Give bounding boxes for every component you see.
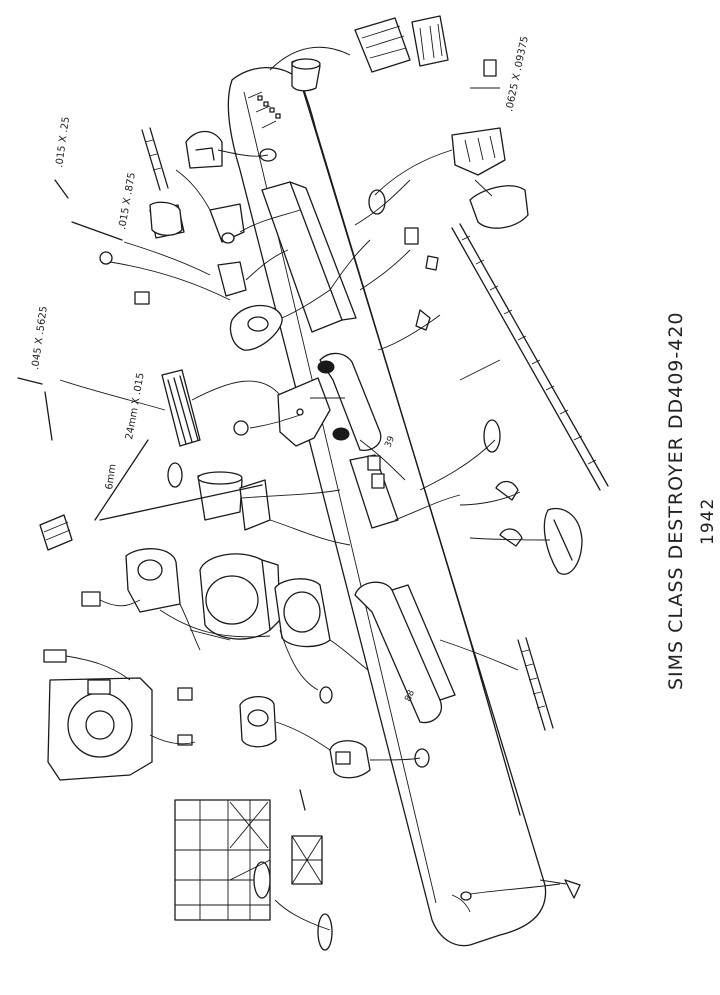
- drawing-title: SIMS CLASS DESTROYER DD409-420: [665, 311, 687, 690]
- gun-mount-midship: [149, 201, 183, 236]
- dimension-015x875: .015 X .875: [117, 172, 138, 231]
- rail-forward-short: [141, 127, 169, 191]
- part-mark-88: 88: [404, 689, 418, 704]
- grille-cluster-top: [354, 15, 449, 73]
- searchlight-platform: [229, 305, 283, 351]
- aft-deck-platform: [47, 677, 153, 781]
- dimension-24mmx015: 24mm X .015: [124, 372, 147, 441]
- side-rail-long: [451, 223, 609, 491]
- part-mark-39: 39: [384, 435, 398, 450]
- gun-shield-large: [125, 548, 181, 613]
- ventilator-group: [404, 227, 439, 331]
- torpedo-tubes-forward: [161, 369, 201, 447]
- boat-davit-2: [499, 528, 523, 547]
- rod-parts: [17, 179, 306, 811]
- gun-mount-aft: [329, 740, 371, 779]
- drawing-title-block: SIMS CLASS DESTROYER DD409-420 1942: [665, 311, 718, 690]
- gun-mount-rear-open: [239, 695, 277, 748]
- dimension-0625x09375: .0625 X .09375: [504, 35, 531, 112]
- bow-portholes: [257, 95, 281, 119]
- gun-tub-platform-1: [199, 553, 281, 640]
- midship-deckhouse-1: [317, 352, 382, 451]
- lattice-tower: [174, 799, 271, 921]
- catapult-frame: [451, 127, 529, 229]
- dimension-015x25: .015 X .25: [54, 116, 72, 168]
- dimension-6mm: 6mm: [104, 463, 118, 490]
- small-fittings: [39, 59, 581, 899]
- forward-deckhouse: [261, 181, 357, 333]
- forward-funnel: [291, 58, 321, 92]
- director-tower: [185, 130, 223, 169]
- drawing-year: 1942: [698, 498, 718, 545]
- ship-boat-hull: [543, 507, 583, 575]
- rail-aft-short: [517, 637, 554, 731]
- assembly-leader-lines: [59, 46, 567, 931]
- bridge-deck-plate: [209, 203, 245, 244]
- gun-tub-platform-2: [274, 578, 331, 648]
- aft-deckhouse: [354, 581, 456, 724]
- aft-funnel: [197, 471, 271, 531]
- part-mark-labels: 39 88: [384, 435, 418, 704]
- midship-deckhouse-2: [349, 454, 399, 529]
- dimension-045x5625: .045 X .5625: [30, 305, 50, 370]
- x-brace-panel: [291, 835, 323, 885]
